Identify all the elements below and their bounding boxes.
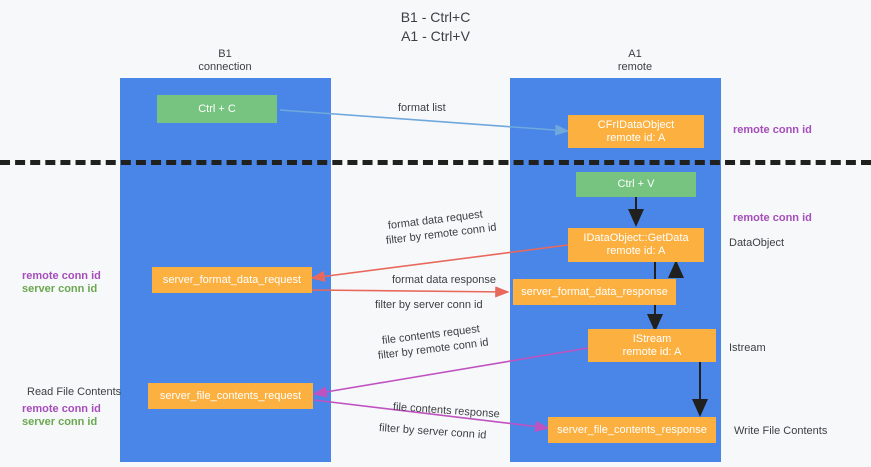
phase-separator [0, 160, 871, 165]
diagram-title-line1: B1 - Ctrl+C [400, 9, 471, 25]
side-label-write-file-contents: Write File Contents [734, 425, 828, 437]
filter-by-text-2: filter by [375, 299, 411, 311]
filter-by-text-1: filter by [385, 230, 422, 247]
edge-label-format-list: format list [398, 102, 446, 114]
node-server-format-data-response-label: server_format_data_response [521, 285, 668, 298]
lane-title-a1-line1: A1 [628, 48, 642, 60]
node-idataobject-getdata-line1: IDataObject::GetData [583, 232, 689, 244]
side-label-left-remote-conn-id-bottom: remote conn id [22, 403, 101, 415]
node-ctrl-v-label: Ctrl + V [617, 178, 655, 190]
node-ctrl-v[interactable]: Ctrl + V [576, 172, 696, 197]
side-label-istream: Istream [729, 342, 766, 354]
node-server-format-data-response[interactable]: server_format_data_response [513, 279, 676, 305]
node-server-format-data-request[interactable]: server_format_data_request [152, 267, 312, 293]
edge-label-file-contents-response: file contents response [392, 401, 501, 421]
server-conn-id-text-2: server conn id [413, 299, 483, 311]
node-istream-line1: IStream [632, 332, 672, 345]
side-label-remote-conn-id-mid: remote conn id [733, 212, 812, 224]
node-istream[interactable]: IStream remote id: A [588, 329, 716, 362]
node-istream-line2: remote id: A [622, 345, 682, 358]
side-label-left-server-conn-id-mid: server conn id [22, 283, 98, 295]
side-label-data-object: DataObject [729, 237, 785, 249]
node-server-file-contents-request-label: server_file_contents_request [159, 389, 302, 402]
filter-by-text-3: filter by [377, 345, 414, 362]
side-label-read-file-contents: Read File Contents [27, 386, 122, 398]
node-cfr-idataobject[interactable]: CFrIDataObject remote id: A [568, 115, 704, 148]
node-server-file-contents-response[interactable]: server_file_contents_response [548, 417, 716, 443]
server-conn-id-text-4: server conn id [417, 424, 487, 442]
filter-by-text-4: filter by [378, 422, 415, 437]
lane-title-b1-line1: B1 [218, 48, 232, 60]
side-label-left-server-conn-id-bottom: server conn id [22, 416, 98, 428]
side-label-remote-conn-id-top: remote conn id [733, 124, 812, 136]
lane-title-b1-line2: connection [198, 61, 252, 73]
node-ctrl-c[interactable]: Ctrl + C [157, 95, 277, 123]
node-idataobject-getdata[interactable]: IDataObject::GetData remote id: A [568, 228, 704, 262]
edge-label-file-contents-response-filter: filter by server conn id [379, 421, 487, 442]
edge-label-format-data-response: format data response [392, 274, 496, 286]
diagram-title-line2: A1 - Ctrl+V [401, 28, 470, 44]
node-server-format-data-request-label: server_format_data_request [162, 273, 302, 286]
node-cfr-idataobject-line1: CFrIDataObject [597, 118, 675, 131]
node-server-file-contents-response-label: server_file_contents_response [557, 423, 707, 436]
node-ctrl-c-label: Ctrl + C [198, 102, 236, 115]
node-server-file-contents-request[interactable]: server_file_contents_request [148, 383, 313, 409]
node-idataobject-getdata-line2: remote id: A [606, 245, 666, 257]
edge-label-format-data-response-filter: filter by server conn id [375, 298, 483, 312]
lane-title-a1-line2: remote [617, 61, 653, 73]
node-cfr-idataobject-line2: remote id: A [606, 131, 666, 144]
side-label-left-remote-conn-id-mid: remote conn id [22, 270, 101, 282]
